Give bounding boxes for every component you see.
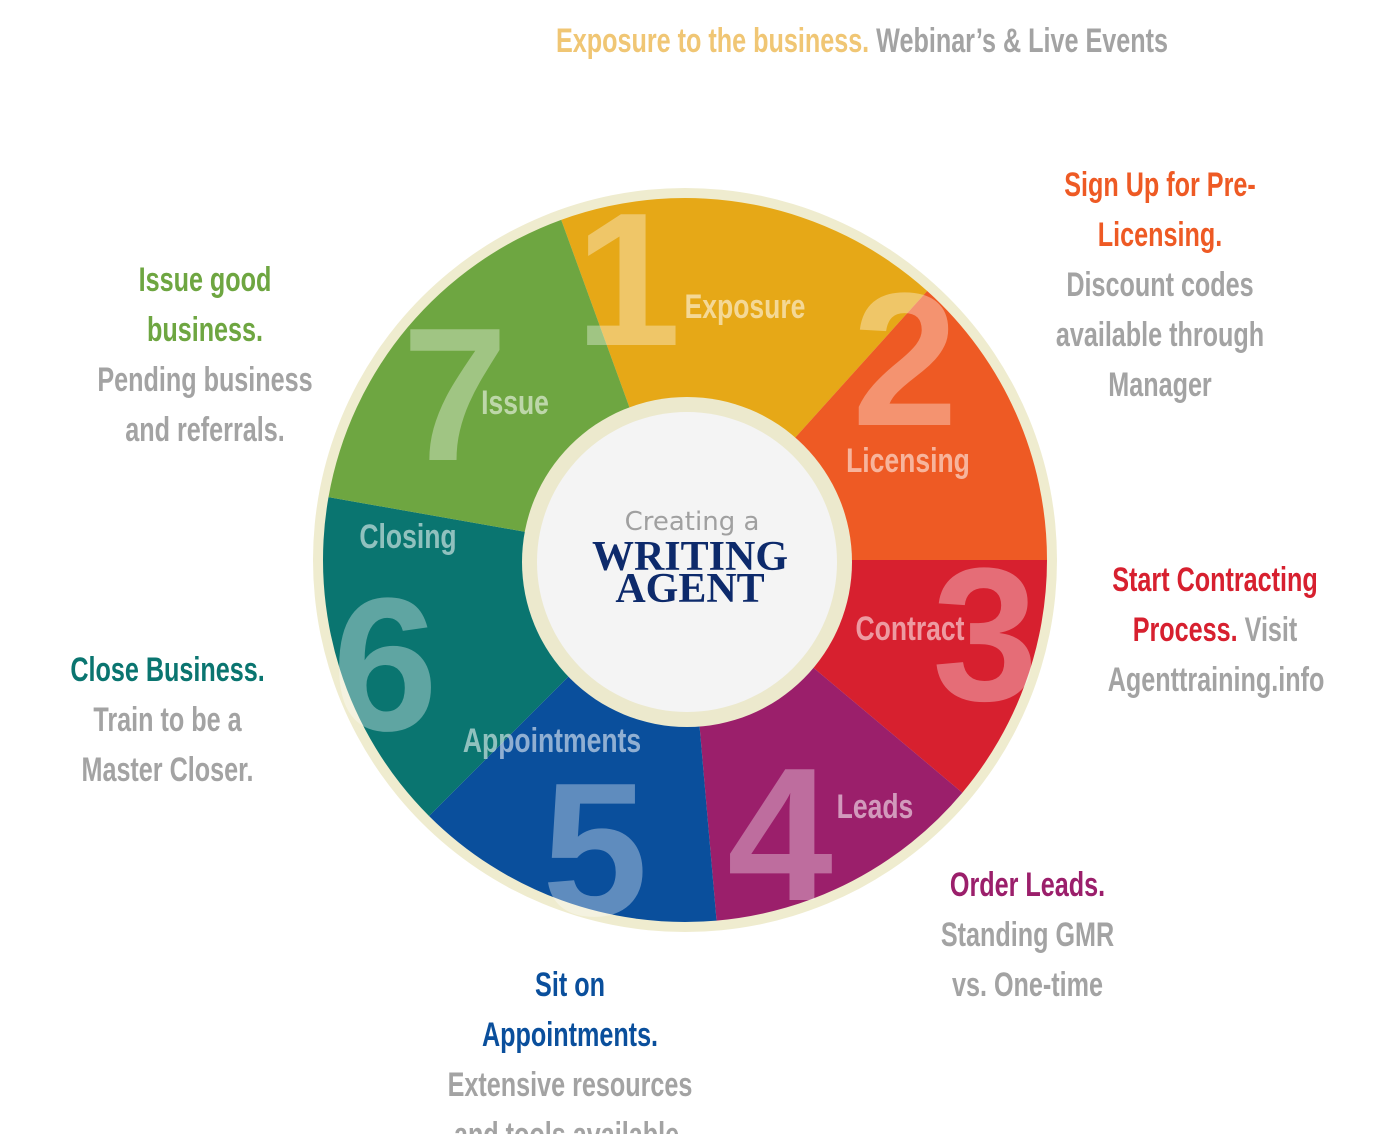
callout-step-3: Start Contracting Process. Visit Agenttr… xyxy=(1107,555,1325,705)
callout-text: Visit Agenttraining.info xyxy=(1107,611,1325,699)
segment-number: 3 xyxy=(932,529,1038,741)
callout-lead: Exposure to the business. xyxy=(556,22,870,60)
callout-step-7: Issue good business. Pending business an… xyxy=(94,255,316,455)
segment-label: Issue xyxy=(481,384,549,422)
callout-lead: Sit on Appointments. xyxy=(481,966,659,1054)
segment-number: 1 xyxy=(575,174,681,386)
segment-label: Closing xyxy=(359,518,456,556)
segment-label: Licensing xyxy=(846,442,970,480)
segment-step-5 xyxy=(429,658,717,922)
segment-step-4 xyxy=(697,649,963,921)
callout-step-4: Order Leads. Standing GMR vs. One-time xyxy=(926,860,1130,1010)
center-disc xyxy=(537,412,837,712)
callout-text: Webinar’s & Live Events xyxy=(876,22,1168,60)
center-subtitle: Creating a xyxy=(625,507,760,537)
segment-label: Contract xyxy=(855,610,964,648)
segment-number: 4 xyxy=(727,729,833,941)
center-title-line1: Writing xyxy=(592,534,788,580)
center-title-line2: Agent xyxy=(615,566,764,612)
callout-step-6: Close Business. Train to be a Master Clo… xyxy=(55,645,281,795)
segment-number: 7 xyxy=(402,289,508,501)
segment-number: 5 xyxy=(542,744,648,956)
callout-text: Train to be a Master Closer. xyxy=(81,701,254,789)
callout-lead: Issue good business. xyxy=(138,261,272,349)
segment-number: 6 xyxy=(332,559,438,771)
segment-step-6 xyxy=(323,497,587,816)
callout-lead: Close Business. xyxy=(70,651,265,689)
callout-text: Extensive resources and tools available. xyxy=(447,1066,693,1134)
segment-label: Appointments xyxy=(463,722,641,760)
callout-lead: Start Contracting Process. xyxy=(1112,561,1318,649)
callout-text: Discount codes available through Manager xyxy=(1055,266,1265,404)
segment-step-2 xyxy=(778,290,1047,560)
callout-text: Standing GMR vs. One-time xyxy=(940,916,1115,1004)
segment-number: 2 xyxy=(852,254,958,466)
callout-step-1: Exposure to the business. Webinar’s & Li… xyxy=(556,16,1168,66)
callout-lead: Order Leads. xyxy=(949,866,1106,904)
segment-label: Leads xyxy=(837,788,914,826)
segment-label: Exposure xyxy=(685,288,806,326)
callout-step-2: Sign Up for Pre-Licensing. Discount code… xyxy=(1045,160,1274,410)
segment-step-3 xyxy=(792,560,1048,793)
segment-step-1 xyxy=(561,198,928,456)
callout-lead: Sign Up for Pre-Licensing. xyxy=(1064,166,1256,254)
callout-text: Pending business and referrals. xyxy=(97,361,313,449)
callout-step-5: Sit on Appointments. Extensive resources… xyxy=(444,960,696,1134)
